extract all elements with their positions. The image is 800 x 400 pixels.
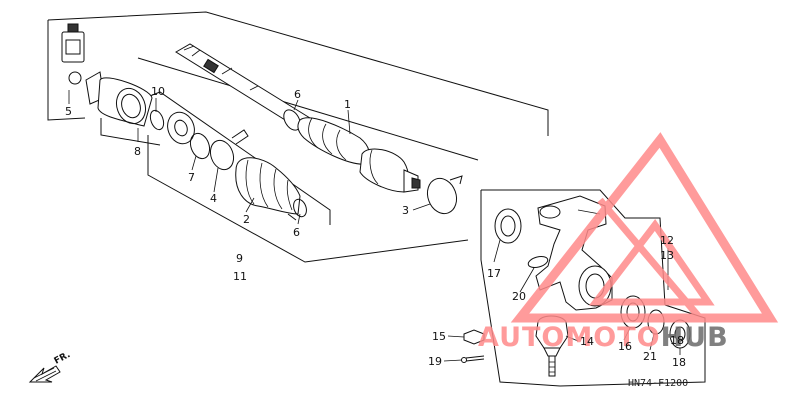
castle-nut-icon	[463, 329, 485, 345]
part-number-6-upper: 6	[294, 88, 301, 101]
part-number-labels: 5 10 8 7 4 2 6 9 11 6 1 3 12 13 17 20 14…	[65, 85, 686, 369]
part-number-21: 21	[643, 350, 657, 363]
grease-bottle-icon	[61, 23, 85, 85]
part-number-11: 11	[233, 270, 247, 283]
ball-joint-icon	[535, 315, 569, 377]
inner-joint-bracket	[100, 118, 161, 146]
part-number-7: 7	[188, 171, 195, 184]
leader-lines	[68, 90, 681, 362]
outer-clip-icon	[426, 175, 463, 215]
part-number-15: 15	[432, 330, 446, 343]
knuckle-group-outline-top	[481, 189, 666, 306]
watermark-text-left: AUTO	[478, 322, 565, 353]
watermark-text: AUTOMOTOHUB	[478, 322, 729, 353]
part-number-18-upper: 18	[670, 334, 684, 347]
watermark-cross-stroke	[597, 197, 703, 321]
shaft-group-inner-line	[137, 57, 479, 161]
spider-assembly-icon	[149, 109, 195, 145]
boot-band-icon	[209, 129, 249, 171]
watermark-triangle-outer	[510, 132, 779, 323]
outer-boot-icon	[283, 109, 370, 165]
part-number-10: 10	[151, 85, 165, 98]
inner-boot-icon	[235, 157, 301, 215]
part-number-17: 17	[487, 267, 501, 280]
boot-group-outline-top	[139, 91, 331, 225]
front-direction-indicator: FR.	[28, 350, 72, 383]
shaft-group-outline-left	[47, 20, 86, 121]
part-number-14: 14	[580, 335, 594, 348]
watermark-text-mid: MOTO	[565, 322, 660, 353]
front-arrow-icon	[28, 365, 61, 383]
cotter-pin-icon	[461, 355, 485, 363]
small-boot-band-icon	[287, 198, 307, 221]
part-number-20: 20	[512, 290, 526, 303]
part-number-4: 4	[210, 192, 217, 205]
knuckle-group-outline-left	[480, 190, 561, 387]
part-number-18-lower: 18	[672, 356, 686, 369]
inner-joint-housing-icon	[85, 71, 153, 127]
part-number-5: 5	[65, 105, 72, 118]
outer-joint-icon	[359, 148, 421, 193]
part-number-13: 13	[660, 249, 674, 262]
knuckle-group-outline-right	[559, 304, 706, 387]
group-outlines	[47, 11, 706, 387]
part-number-2: 2	[243, 213, 250, 226]
hub-seal-icon	[494, 208, 522, 244]
diagram-code: HN74-F1200	[628, 378, 688, 389]
part-number-8: 8	[134, 145, 141, 158]
watermark-logo: AUTOMOTOHUB	[478, 132, 779, 353]
watermark-text-right: HUB	[661, 322, 729, 353]
knuckle-snap-ring-icon	[527, 256, 549, 268]
watermark-triangle-inner	[588, 219, 715, 306]
part-number-16: 16	[618, 340, 632, 353]
boot-group-outline-bottom	[147, 135, 469, 263]
part-number-19: 19	[428, 355, 442, 368]
part-number-12: 12	[660, 234, 674, 247]
part-number-3: 3	[402, 204, 409, 217]
part-number-9: 9	[236, 252, 243, 265]
part-number-1: 1	[344, 98, 351, 111]
part-number-6-lower: 6	[293, 226, 300, 239]
shaft-group-outline-top	[47, 11, 549, 136]
snap-ring-icon	[189, 132, 211, 160]
front-direction-label: FR.	[53, 350, 72, 367]
